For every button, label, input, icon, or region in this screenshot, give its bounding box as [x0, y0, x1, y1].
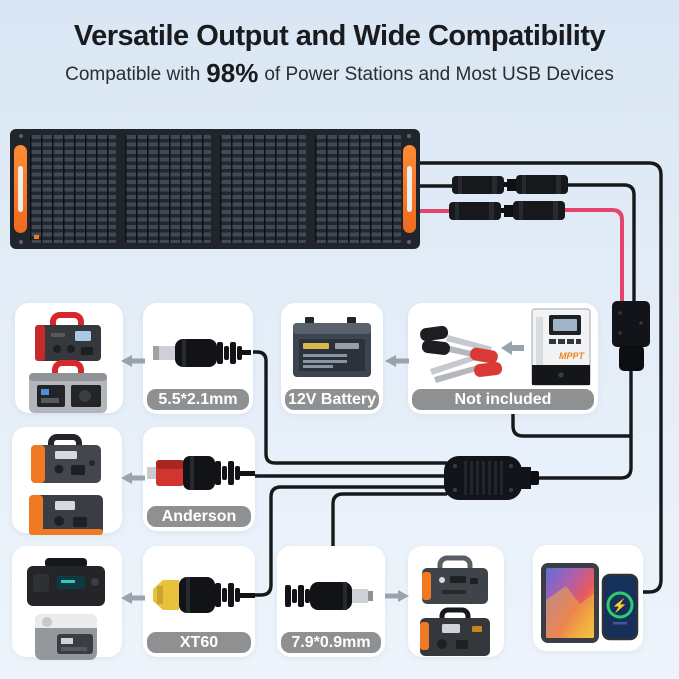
not-included-image: MPPT [420, 308, 591, 386]
page-title: Versatile Output and Wide Compatibility [73, 20, 606, 52]
wire-mc4-black-down [564, 183, 636, 305]
rivet [407, 240, 411, 244]
splitter-hub-image [444, 456, 539, 500]
mc4-connector-pair-bottom [449, 201, 565, 220]
badge-xt60: XT60 [147, 632, 251, 653]
phone-image: ⚡ [601, 573, 639, 641]
badge-dc-5521: 5.5*2.1mm [147, 389, 249, 410]
wire-branch-controller [511, 410, 633, 438]
wire-usb-line [418, 161, 663, 594]
badge-not-included: Not included [412, 389, 594, 410]
solar-panel-section [30, 135, 116, 243]
power-stations-black-image [27, 558, 105, 660]
card-xt60: XT60 [143, 546, 255, 657]
left-arrow-icon [121, 471, 145, 485]
card-not-included: MPPT Not included [408, 303, 598, 414]
left-arrow-icon [501, 341, 524, 355]
xt60-plug-image [153, 577, 255, 613]
tablet-image [541, 563, 599, 643]
mppt-label: MPPT [559, 351, 586, 361]
card-power-stations-small [408, 546, 504, 657]
charge-controller-image: MPPT [531, 308, 591, 386]
panel-logo-mark [34, 235, 39, 239]
solar-panel-image [10, 129, 420, 249]
wire-splitter-to-dc5521 [250, 350, 448, 465]
card-dc-7909: 7.9*0.9mm [277, 546, 385, 657]
power-stations-small-image [420, 555, 490, 656]
solar-panel-section [125, 135, 211, 243]
power-stations-orange-image [29, 434, 103, 535]
card-power-stations-red [15, 303, 123, 413]
wire-splitter-to-xt60 [249, 485, 448, 597]
left-arrow-icon [121, 354, 145, 368]
wire-adapter-to-splitter [536, 364, 633, 480]
anderson-plug-image [147, 456, 255, 490]
power-stations-red-image [29, 312, 107, 413]
rivet [19, 240, 23, 244]
subtitle-highlight: 98% [206, 58, 259, 88]
card-dc-5521: 5.5*2.1mm [143, 303, 253, 414]
left-arrow-icon [385, 354, 409, 368]
subtitle-suffix: of Power Stations and Most USB Devices [264, 64, 614, 85]
left-arrow-icon [121, 591, 145, 605]
card-12v-battery: 12V Battery [281, 303, 383, 414]
mc4-adapter-image [612, 301, 650, 371]
wire-mc4-red-down [560, 208, 624, 305]
dc-7909-plug-image [285, 582, 373, 610]
solar-panel-section [220, 135, 306, 243]
rivet [19, 134, 23, 138]
panel-handle-right [403, 145, 416, 233]
alligator-clips-image [420, 325, 503, 383]
mc4-connector-pair-top [452, 175, 568, 194]
card-anderson: Anderson [143, 427, 255, 531]
usb-devices-image: ⚡ [541, 563, 639, 643]
card-usb-devices: ⚡ [533, 545, 643, 651]
badge-dc-7909: 7.9*0.9mm [281, 632, 381, 653]
dc-5521-plug-image [153, 339, 251, 367]
card-power-stations-black [12, 546, 122, 660]
badge-anderson: Anderson [147, 506, 251, 527]
panel-handle-left [14, 145, 27, 233]
rivet [407, 134, 411, 138]
badge-12v-battery: 12V Battery [285, 389, 379, 410]
charging-bolt-icon: ⚡ [612, 598, 628, 614]
battery-image [293, 317, 371, 377]
right-arrow-icon [385, 589, 409, 603]
card-power-stations-orange [12, 427, 122, 535]
solar-panel-section [315, 135, 401, 243]
subtitle-prefix: Compatible with [65, 64, 201, 85]
wire-splitter-to-dc7909 [331, 492, 448, 549]
